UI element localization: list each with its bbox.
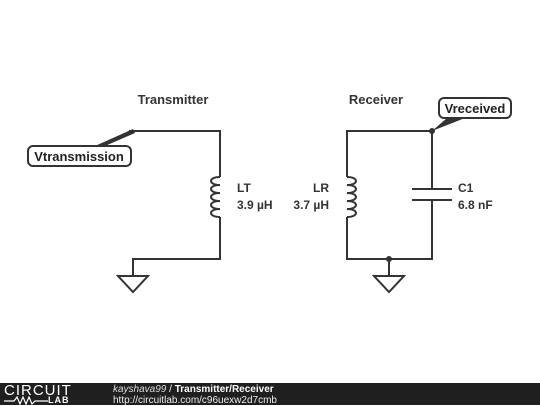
- flag-pointer-icon: [95, 129, 135, 146]
- flag-box: [438, 97, 512, 119]
- title-separator: /: [166, 384, 175, 395]
- vreceived-label: Vreceived: [445, 101, 506, 116]
- transmitter-ground-wire: [132, 217, 221, 276]
- receiver-top-wire: [346, 130, 433, 189]
- inductor-lr-value: 3.7 µH: [293, 198, 329, 212]
- flag-box: [27, 145, 132, 167]
- transmitter-ground-icon: [115, 275, 151, 294]
- resistor-squiggle-icon: [4, 396, 48, 405]
- capacitor-c1-icon[interactable]: [412, 188, 452, 201]
- author-name[interactable]: kayshava99: [113, 384, 167, 395]
- transmitter-top-wire: [129, 130, 221, 177]
- flag-pointer-icon: [432, 118, 465, 131]
- vtransmission-label: Vtransmission: [34, 149, 124, 164]
- inductor-lt-value: 3.9 µH: [237, 198, 273, 212]
- vreceived-flag[interactable]: Vreceived: [432, 97, 512, 131]
- footer-bar: CIRCUIT LAB kayshava99 / Transmitter/Rec…: [0, 382, 540, 406]
- inductor-lt-coil-icon[interactable]: [210, 176, 221, 218]
- capacitor-c1-name: C1: [458, 181, 474, 195]
- inductor-lr-coil-icon[interactable]: [346, 176, 357, 218]
- receiver-circuit: LR 3.7 µH C1 6.8 nF: [293, 128, 493, 294]
- circuit-schematic: Transmitter Receiver LT 3.9 µH Vtransmis…: [27, 92, 512, 294]
- capacitor-c1-value: 6.8 nF: [458, 198, 493, 212]
- receiver-bottom-wire: [346, 200, 433, 260]
- logo-text-top: CIRCUIT: [4, 382, 72, 399]
- inductor-lt-name: LT: [237, 181, 251, 195]
- transmitter-circuit: LT 3.9 µH: [115, 130, 273, 294]
- vtransmission-flag[interactable]: Vtransmission: [27, 129, 135, 167]
- inductor-lr-name: LR: [313, 181, 329, 195]
- circuitlab-logo[interactable]: CIRCUIT LAB: [4, 382, 96, 405]
- circuit-url-link[interactable]: http://circuitlab.com/c96uexw2d7cmb: [113, 395, 277, 406]
- credit-block: kayshava99 / Transmitter/Receiver http:/…: [113, 384, 277, 406]
- receiver-ground-icon: [371, 275, 407, 294]
- transmitter-heading: Transmitter: [138, 92, 209, 107]
- circuit-title[interactable]: Transmitter/Receiver: [174, 384, 274, 395]
- logo-text-bottom: LAB: [48, 395, 70, 405]
- receiver-heading: Receiver: [349, 92, 403, 107]
